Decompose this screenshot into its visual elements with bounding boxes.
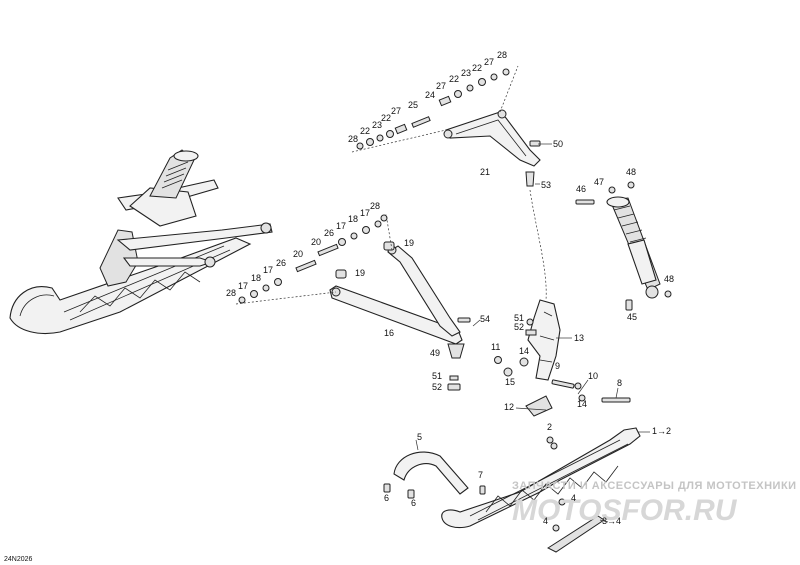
callout-c23a: 23 bbox=[372, 120, 382, 130]
callout-c21: 21 bbox=[480, 167, 490, 177]
callout-c12: 12 bbox=[504, 402, 514, 412]
callout-c20a: 20 bbox=[311, 237, 321, 247]
upper-arm-hardware bbox=[351, 65, 519, 153]
upper-a-arm bbox=[443, 109, 541, 187]
callout-c11: 11 bbox=[491, 342, 500, 352]
spindle bbox=[494, 299, 631, 417]
callout-c50: 50 bbox=[553, 139, 563, 149]
callout-c5: 5 bbox=[417, 432, 422, 442]
callout-c28b: 28 bbox=[497, 50, 507, 60]
callout-c52b: 52 bbox=[514, 322, 524, 332]
ski bbox=[383, 427, 641, 553]
leader-lines bbox=[415, 143, 650, 523]
callout-c54: 54 bbox=[480, 314, 490, 324]
callout-c4b: 4 bbox=[543, 516, 548, 526]
lower-arm-hardware bbox=[235, 213, 393, 305]
diagram-code: 24N2026 bbox=[4, 556, 33, 563]
callout-c2: 2 bbox=[547, 422, 552, 432]
callout-c22d: 22 bbox=[472, 63, 482, 73]
callout-c48a: 48 bbox=[626, 167, 636, 177]
callout-c7: 7 bbox=[478, 470, 483, 480]
callout-c49: 49 bbox=[430, 348, 440, 358]
callout-c28a: 28 bbox=[348, 134, 358, 144]
watermark-brand: MOTOSFOR.RU bbox=[512, 494, 738, 527]
callout-c6b: 6 bbox=[411, 498, 416, 508]
callout-c14a: 14 bbox=[519, 346, 529, 356]
callout-c25: 25 bbox=[408, 100, 418, 110]
assembled-front-suspension bbox=[9, 149, 273, 335]
callout-c15: 15 bbox=[505, 377, 515, 387]
callout-c51b: 51 bbox=[514, 313, 524, 323]
callout-c4a: 4 bbox=[571, 493, 576, 503]
callout-c20b: 20 bbox=[293, 249, 303, 259]
callout-c1to2: 1→2 bbox=[652, 426, 671, 436]
callout-c9: 9 bbox=[555, 361, 560, 371]
callout-c23b: 23 bbox=[461, 68, 471, 78]
callout-c45: 45 bbox=[627, 312, 637, 322]
callout-c8: 8 bbox=[617, 378, 622, 388]
callout-c22b: 22 bbox=[381, 113, 391, 123]
callout-c27c: 27 bbox=[484, 57, 494, 67]
routing-line bbox=[529, 189, 547, 301]
callout-c17d: 17 bbox=[238, 281, 248, 291]
callout-c46: 46 bbox=[576, 184, 586, 194]
callout-c51a: 51 bbox=[432, 371, 442, 381]
callout-c13: 13 bbox=[574, 333, 584, 343]
callout-c26b: 26 bbox=[276, 258, 286, 268]
callout-c26a: 26 bbox=[324, 228, 334, 238]
callout-c17b: 17 bbox=[336, 221, 346, 231]
callout-c19b: 19 bbox=[355, 268, 365, 278]
callout-c24: 24 bbox=[425, 90, 435, 100]
callout-c16: 16 bbox=[384, 328, 394, 338]
callout-c28c: 28 bbox=[370, 201, 380, 211]
callout-c3to4: 3→4 bbox=[602, 516, 621, 526]
callout-c53: 53 bbox=[541, 180, 551, 190]
shock-absorber bbox=[575, 181, 672, 311]
callout-c27b: 27 bbox=[436, 81, 446, 91]
callout-c22c: 22 bbox=[449, 74, 459, 84]
callout-c18b: 18 bbox=[251, 273, 261, 283]
callout-c19a: 19 bbox=[404, 238, 414, 248]
callout-c6a: 6 bbox=[384, 493, 389, 503]
callout-c48b: 48 bbox=[664, 274, 674, 284]
callout-c27a: 27 bbox=[391, 106, 401, 116]
callout-c18a: 18 bbox=[348, 214, 358, 224]
callout-c47: 47 bbox=[594, 177, 604, 187]
callout-c22a: 22 bbox=[360, 126, 370, 136]
lower-a-arm bbox=[329, 241, 471, 391]
callout-c10: 10 bbox=[588, 371, 598, 381]
watermark-tagline: ЗАПЧАСТИ И АКСЕССУАРЫ ДЛЯ МОТОТЕХНИКИ bbox=[512, 480, 797, 492]
callout-c52a: 52 bbox=[432, 382, 442, 392]
callout-c14b: 14 bbox=[577, 399, 587, 409]
callout-c17a: 17 bbox=[360, 208, 370, 218]
callout-c17c: 17 bbox=[263, 265, 273, 275]
callout-c28d: 28 bbox=[226, 288, 236, 298]
